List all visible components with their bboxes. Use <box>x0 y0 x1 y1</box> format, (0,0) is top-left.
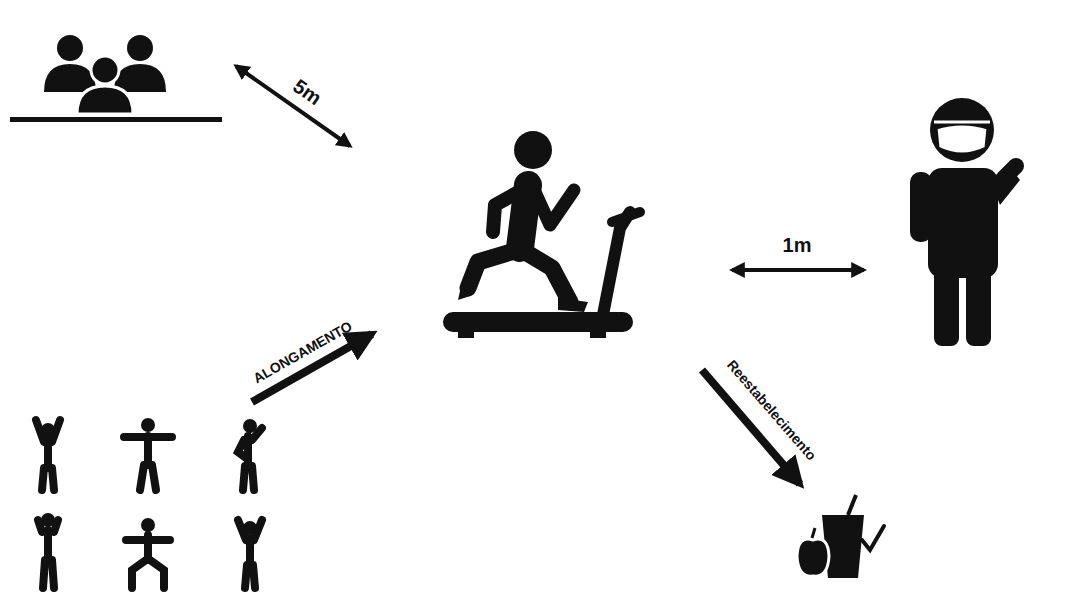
stretching-figures <box>36 418 262 588</box>
audience-icon <box>10 35 222 122</box>
arrow-label: 1m <box>783 235 812 255</box>
masked-person <box>910 98 1020 346</box>
arrow-label: 5m <box>289 76 324 109</box>
distance-arrow <box>732 268 864 272</box>
distance-arrow <box>236 66 350 146</box>
runner-treadmill <box>443 131 640 338</box>
food-drink-icon <box>797 495 884 578</box>
